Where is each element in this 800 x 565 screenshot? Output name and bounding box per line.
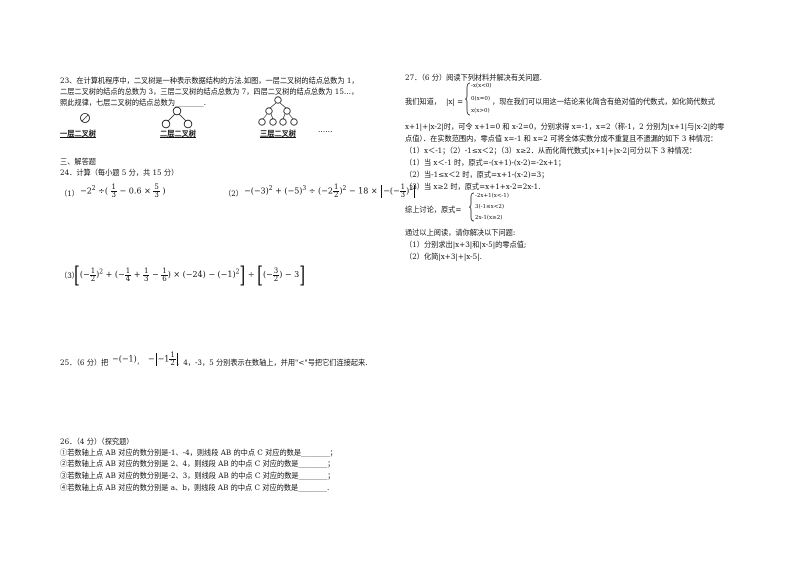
q27-line-5: （1）当 x＜-1 时，原式=-(x+1)-(x-2)=-2x+1； bbox=[405, 158, 566, 167]
q27-line-8: 通过以上阅读，请你解决以下问题: bbox=[405, 228, 516, 237]
q26-title: 26．（4 分）（探究题） bbox=[60, 437, 134, 446]
q27-summary-case-1: -2x+1(x<-1) bbox=[475, 193, 509, 199]
q23-line3: 照此规律，七层二叉树的结点总数为________. bbox=[60, 98, 207, 107]
tree-label-1: 一层二叉树 bbox=[60, 129, 96, 138]
q27-intro-a: 我们知道， bbox=[405, 97, 441, 106]
q26-item-2: ②若数轴上点 AB 对应的数分别是 2、4，则线段 AB 的中点 C 对应的数是… bbox=[60, 459, 335, 468]
q27-abs-expression: |x| = bbox=[446, 97, 464, 106]
q24-part2-label: （2） bbox=[224, 189, 243, 198]
tree-ellipsis: …… bbox=[318, 125, 333, 134]
q27-summary-case-3: 2x-1(x≥2) bbox=[475, 215, 503, 221]
q27-abs-case-1: -x(x<0) bbox=[471, 83, 492, 89]
binary-tree-3-figure bbox=[258, 96, 298, 130]
q27-line-3: 点值）．在实数范围内，零点值 x=-1 和 x=2 可将全体实数分成不重复且不遗… bbox=[405, 134, 718, 143]
q27-summary-brace bbox=[469, 192, 475, 222]
q27-intro-b: ，现在我们可以用这一结论来化简含有绝对值的代数式，如化简代数式 bbox=[492, 97, 715, 106]
q27-line-2: x+1|+|x-2|时，可令 x+1=0 和 x-2=0，分别求得 x=-1，x… bbox=[405, 122, 725, 131]
binary-tree-2-figure bbox=[160, 106, 194, 130]
tree-label-3: 三层二叉树 bbox=[260, 129, 296, 138]
q27-line-9: （1）分别求出|x+3|和|x-5|的零点值; bbox=[405, 240, 527, 249]
q27-line-7: （3）当 x≥2 时，原式=x+1+x-2=2x-1. bbox=[405, 182, 541, 191]
section-3-heading: 三、解答题 bbox=[60, 157, 96, 166]
q27-abs-case-3: x(x>0) bbox=[471, 108, 490, 114]
q24-part3-label: （3） bbox=[60, 271, 79, 280]
q27-line-6: （2）当-1≤x＜2 时，原式=x+1-(x-2)=3； bbox=[405, 170, 549, 179]
q26-item-3: ③若数轴上点 AB 对应的数分别是-2、3，则线段 AB 的中点 C 对应的数是… bbox=[60, 471, 335, 480]
q25-suffix: ，4，-3，5 分别表示在数轴上，并用"<"号把它们连接起来. bbox=[176, 358, 368, 367]
q27-abs-brace bbox=[465, 82, 471, 116]
q26-item-4: ④若数轴上点 AB 对应的数分别是 a、b，则线段 AB 的中点 C 对应的数是… bbox=[60, 483, 330, 492]
binary-tree-1-figure bbox=[78, 111, 92, 125]
q24-title: 24．计算（每小题 5 分，共 15 分） bbox=[60, 168, 179, 177]
q27-summary-case-2: 3(-1≤x<2) bbox=[475, 204, 504, 210]
q27-title: 27．（6 分）阅读下列材料并解决有关问题. bbox=[405, 73, 542, 82]
q27-summary-label: 综上讨论，原式= bbox=[405, 205, 462, 214]
tree-label-2: 二层二叉树 bbox=[160, 129, 196, 138]
q24-part1-label: （1） bbox=[60, 189, 79, 198]
q25-prefix: 25．（6 分）把 bbox=[60, 358, 109, 367]
q26-item-1: ①若数轴上点 AB 对应的数分别是-1、-4，则线段 AB 的中点 C 对应的数… bbox=[60, 448, 337, 457]
q27-line-4: （1）x＜-1；（2）-1≤x＜2；（3）x≥2．从而化简代数式|x+1|+|x… bbox=[405, 146, 697, 155]
q27-abs-case-2: 0(x=0) bbox=[471, 96, 491, 102]
q23-line2: 二层二叉树的结点的总数为 3，三层二叉树的结点总数为 7，四层二叉树的结点总数为… bbox=[60, 87, 359, 96]
q27-line-10: （2）化简|x+3|+|x-5|. bbox=[405, 252, 482, 261]
q23-line1: 23、在计算机程序中，二叉树是一种表示数据结构的方法.如图，一层二叉树的结点总数… bbox=[60, 76, 359, 85]
